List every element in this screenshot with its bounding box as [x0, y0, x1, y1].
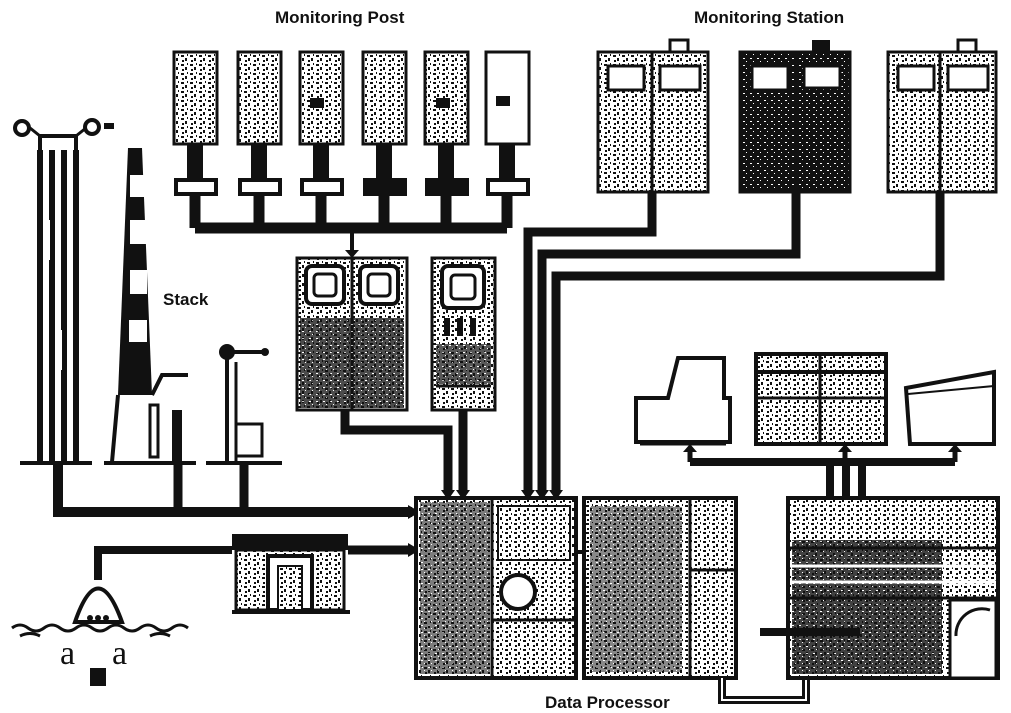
monitoring-station-unit: [888, 40, 996, 192]
monitoring-post-unit: [486, 52, 529, 194]
monitoring-station-unit: [598, 40, 708, 192]
monitoring-post-group: [174, 52, 529, 258]
remote-terminal: [232, 534, 420, 612]
stack-label: Stack: [163, 290, 209, 309]
monitoring-post-unit: [300, 52, 343, 194]
plotter: [906, 372, 994, 444]
post-concentrator: [297, 258, 407, 410]
monitoring-station-label: Monitoring Station: [694, 8, 844, 27]
output-devices: [636, 354, 994, 498]
auxiliary-controller: [432, 258, 495, 410]
monitoring-post-unit: [174, 52, 217, 194]
monitoring-post-unit: [425, 52, 468, 194]
data-processor: [416, 498, 998, 700]
monitoring-post-unit: [363, 52, 406, 194]
data-processor-label: Data Processor: [545, 693, 670, 712]
meteorological-tower: [15, 120, 114, 463]
water-monitor: a a: [12, 550, 232, 686]
monitoring-post-label: Monitoring Post: [275, 8, 405, 27]
svg-text:a: a: [112, 635, 127, 672]
display-terminal: [636, 358, 730, 444]
anemometer-right-icon: [85, 120, 99, 134]
monitoring-station-unit: [740, 40, 850, 192]
svg-text:a: a: [60, 635, 75, 672]
monitoring-post-unit: [238, 52, 281, 194]
printer: [756, 354, 886, 444]
anemometer-left-icon: [15, 121, 29, 135]
ambient-sampler: [206, 344, 282, 463]
tape-reel-icon: [501, 575, 535, 609]
